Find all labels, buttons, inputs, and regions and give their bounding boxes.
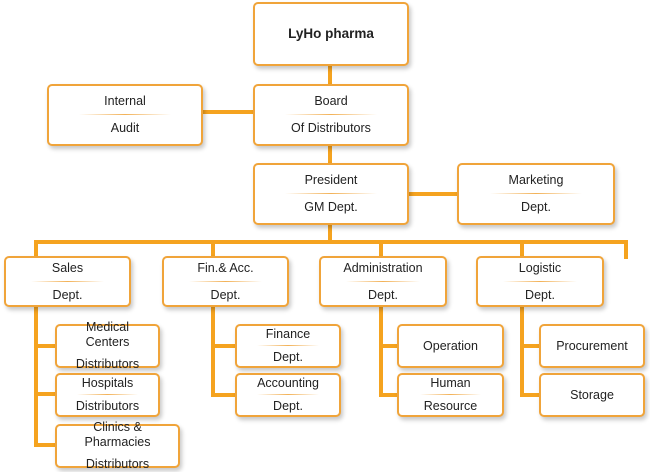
divider — [285, 193, 377, 194]
human-resource-box: Human Resource — [397, 373, 504, 417]
admin-line2: Dept. — [368, 287, 398, 302]
board-line1: Board — [314, 94, 348, 108]
board-line2: Of Distributors — [291, 121, 371, 135]
accounting-line1: Accounting — [257, 376, 319, 390]
sales-dept-box: Sales Dept. — [4, 256, 131, 307]
clinics-line2: Distributors — [85, 457, 150, 471]
divider — [489, 193, 583, 194]
accounting-box: Accounting Dept. — [235, 373, 341, 417]
finance-line2: Dept. — [273, 350, 303, 364]
president-line2: GM Dept. — [304, 200, 358, 214]
divider — [285, 114, 377, 115]
audit-line1: Internal — [104, 94, 146, 108]
president-line1: President — [304, 173, 358, 187]
hr-line2: Resource — [423, 399, 478, 413]
procurement-label: Procurement — [556, 338, 628, 353]
logistic-line2: Dept. — [525, 287, 555, 302]
divider — [188, 280, 263, 282]
logistic-dept-box: Logistic Dept. — [476, 256, 604, 307]
hospitals-line1: Hospitals — [81, 376, 134, 390]
company-name: LyHo pharma — [288, 25, 374, 41]
hr-line1: Human — [430, 376, 471, 390]
storage-box: Storage — [539, 373, 645, 417]
divider — [79, 114, 171, 115]
admin-dept-box: Administration Dept. — [319, 256, 447, 307]
hospitals-box: Hospitals Distributors — [55, 373, 160, 417]
divider — [77, 394, 138, 395]
medical-centers-box: Medical Centers Distributors — [55, 320, 160, 371]
company-box: LyHo pharma — [253, 2, 409, 66]
internal-audit-box: Internal Audit — [47, 84, 203, 146]
hospitals-line2: Distributors — [75, 399, 140, 413]
finance-line1: Finance — [265, 327, 311, 341]
divider — [257, 345, 319, 346]
marketing-line1: Marketing — [508, 173, 564, 187]
sales-line2: Dept. — [52, 287, 83, 302]
finacc-line1: Fin.& Acc. — [197, 260, 254, 275]
divider — [502, 280, 578, 282]
divider — [345, 280, 421, 282]
president-box: President GM Dept. — [253, 163, 409, 225]
finacc-line2: Dept. — [210, 287, 241, 302]
finance-box: Finance Dept. — [235, 324, 341, 368]
procurement-box: Procurement — [539, 324, 645, 368]
board-box: Board Of Distributors — [253, 84, 409, 146]
marketing-line2: Dept. — [521, 200, 551, 214]
sales-line1: Sales — [51, 260, 84, 275]
clinics-pharmacies-box: Clinics & Pharmacies Distributors — [55, 420, 180, 471]
logistic-line1: Logistic — [518, 260, 562, 275]
medical-line1: Medical Centers — [85, 320, 130, 349]
divider — [419, 394, 482, 395]
operation-label: Operation — [423, 338, 478, 353]
operation-box: Operation — [397, 324, 504, 368]
finacc-dept-box: Fin.& Acc. Dept. — [162, 256, 289, 307]
storage-label: Storage — [570, 387, 614, 402]
medical-line2: Distributors — [75, 357, 140, 371]
audit-line2: Audit — [110, 121, 140, 135]
admin-line1: Administration — [343, 260, 423, 275]
divider — [30, 280, 105, 282]
divider — [257, 394, 319, 395]
marketing-box: Marketing Dept. — [457, 163, 615, 225]
clinics-line1: Clinics & Pharmacies — [84, 420, 151, 449]
accounting-line2: Dept. — [273, 399, 303, 413]
